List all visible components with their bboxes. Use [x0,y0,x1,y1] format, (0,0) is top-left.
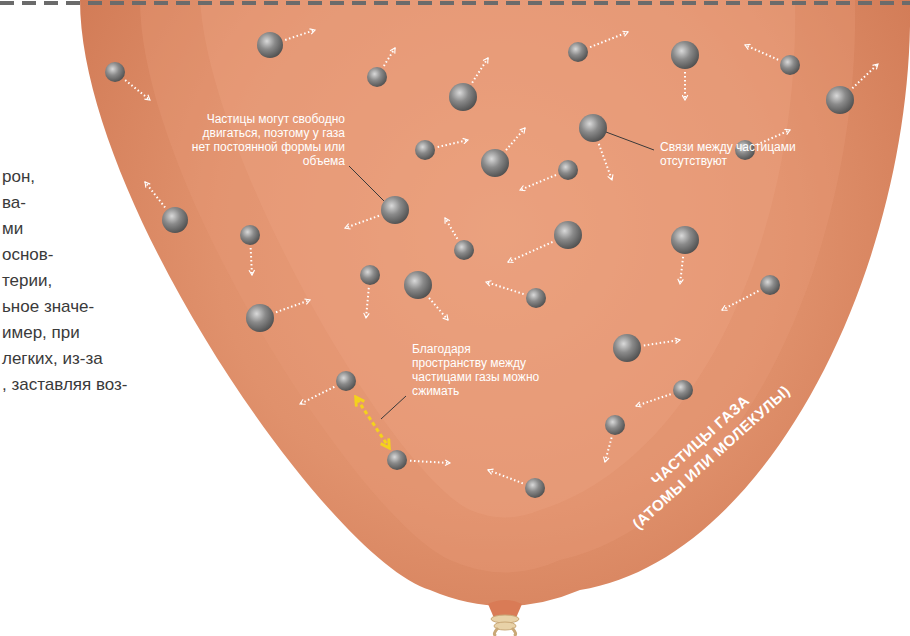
gas-particle [826,86,854,114]
gas-particle [481,149,509,177]
leader-line [381,396,406,419]
gas-particle [449,83,477,111]
body-text-fragment: легких, из-за [2,348,103,370]
motion-arrow [680,257,683,284]
motion-arrow [445,218,457,239]
body-text-fragment: ми [2,218,23,240]
gas-particle [415,140,435,160]
gas-particle [336,371,356,391]
body-text-fragment: ва- [2,192,26,214]
knot-string [494,628,515,636]
motion-arrow [366,288,369,318]
gas-particle [558,160,578,180]
callout-text: Связи между частицами отсутствуют [660,140,820,168]
gas-particle [613,334,641,362]
body-text-fragment: основ- [2,244,54,266]
motion-arrow [605,438,612,462]
gas-particle [673,380,693,400]
gas-particle [671,41,699,69]
motion-arrow [276,300,310,312]
motion-arrow [488,470,523,483]
body-text-fragment: , заставляя воз- [2,374,128,396]
body-text-fragment: имер, при [2,322,80,344]
gas-particle [671,226,699,254]
motion-arrow [520,175,556,190]
leader-line [606,132,654,150]
motion-arrow [438,140,468,147]
motion-arrow [506,128,525,150]
balloon-band [140,0,855,573]
callout-text: Частицы могут свободно двигаться, поэтом… [185,112,345,168]
motion-arrow [125,80,150,100]
gas-particle [240,225,260,245]
body-text-fragment: ьное значе- [2,296,94,318]
cut-line [0,1,910,5]
gas-particle [105,62,125,82]
gas-particle [246,304,274,332]
motion-arrow [251,248,252,275]
gas-particle [554,221,582,249]
gas-particle [605,415,625,435]
motion-arrow [644,340,680,345]
motion-arrow [345,216,379,228]
gas-particle [381,196,409,224]
body-text-fragment: терии, [2,270,52,292]
motion-arrow [508,242,552,262]
leader-line [349,166,384,201]
motion-arrow [429,298,448,320]
gas-particle [568,42,588,62]
balloon-label: (АТОМЫ ИЛИ МОЛЕКУЛЫ) [629,382,793,532]
body-text-fragment: рон, [2,166,35,188]
gas-particle [780,55,800,75]
gas-particle [360,265,380,285]
motion-arrow [410,461,450,463]
gas-particle [454,240,474,260]
balloon-band [200,0,795,518]
motion-arrow [384,48,395,66]
gas-particle [760,275,780,295]
gas-particle [387,450,407,470]
motion-arrow [486,282,524,294]
callout-text: Благодаря пространству между частицами г… [412,342,542,398]
motion-arrow [636,394,671,406]
motion-arrow [745,45,778,60]
gas-particle [257,32,283,58]
motion-arrow [472,58,488,83]
gas-particle [367,67,387,87]
motion-arrow [145,182,165,207]
motion-arrow [285,30,315,40]
gas-particle [579,114,607,142]
motion-arrow [590,32,628,47]
gas-particle [162,207,188,233]
motion-arrow [599,144,612,180]
gas-particle [404,271,432,299]
motion-arrow [300,387,334,404]
particles [105,30,878,498]
gas-particle [525,478,545,498]
distance-arrow [357,399,388,446]
motion-arrow [684,72,686,100]
motion-arrow [722,291,758,310]
balloon-body [80,0,910,606]
balloon-knot [488,600,522,636]
motion-arrow [852,64,878,88]
gas-particle [526,288,546,308]
